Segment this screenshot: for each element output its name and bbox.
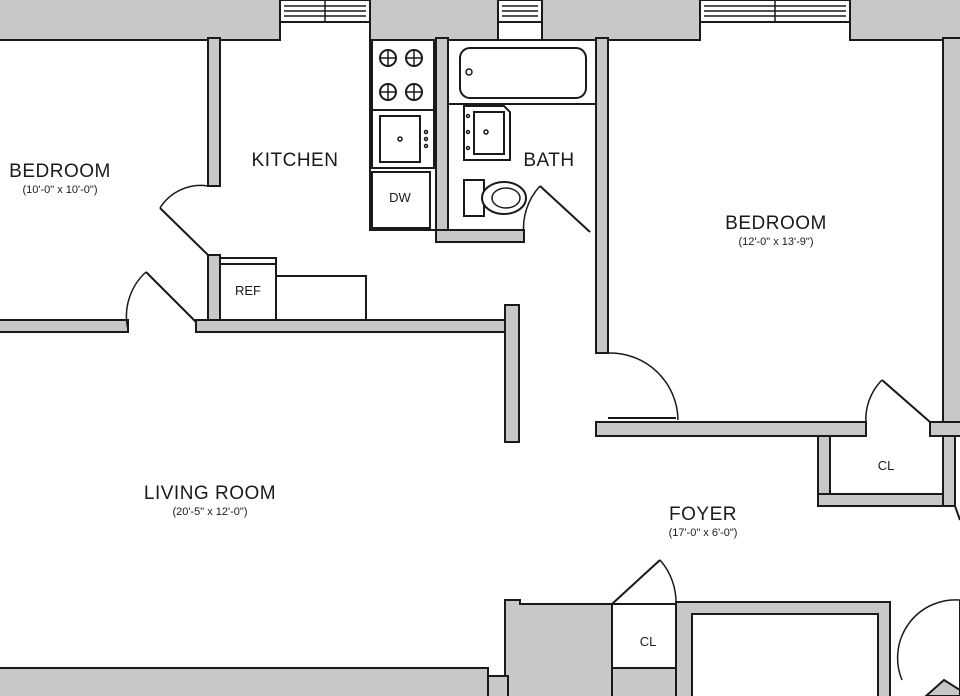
foyer-closet <box>611 603 677 669</box>
bath-name: BATH <box>523 150 574 171</box>
bath-sink <box>463 105 511 161</box>
exterior-bottom-wall <box>0 599 891 696</box>
window-top-bath <box>497 0 543 23</box>
living-room-name: LIVING ROOM <box>144 483 276 504</box>
kitchen-counter <box>275 275 367 321</box>
bedroom-left-dims: (10'-0" x 10'-0") <box>23 184 98 196</box>
bedroom-left-name: BEDROOM <box>9 161 111 182</box>
bathtub <box>447 39 597 105</box>
interior-walls <box>0 37 960 507</box>
window-top-bedroom <box>699 0 851 23</box>
bedroom-right-name: BEDROOM <box>725 213 827 234</box>
dishwasher <box>371 171 431 229</box>
window-top-left <box>279 0 371 23</box>
foyer-closet-label: CL <box>640 634 657 649</box>
kitchen-sink <box>371 109 435 169</box>
foyer-dims: (17'-0" x 6'-0") <box>669 527 738 539</box>
entry-wall-edge <box>954 505 960 521</box>
refrigerator-label: REF <box>235 283 261 298</box>
toilet <box>463 179 527 217</box>
doors <box>125 184 960 696</box>
refrigerator <box>219 257 277 321</box>
dishwasher-label: DW <box>389 190 411 205</box>
foyer-name: FOYER <box>669 504 737 525</box>
stove <box>371 39 435 111</box>
kitchen-counter-stove-sink <box>369 39 437 231</box>
bedroom-right-dims: (12'-0" x 13'-9") <box>739 236 814 248</box>
living-room-dims: (20'-5" x 12'-0") <box>173 506 248 518</box>
bedroom-closet-label: CL <box>878 458 895 473</box>
kitchen-name: KITCHEN <box>252 150 339 171</box>
